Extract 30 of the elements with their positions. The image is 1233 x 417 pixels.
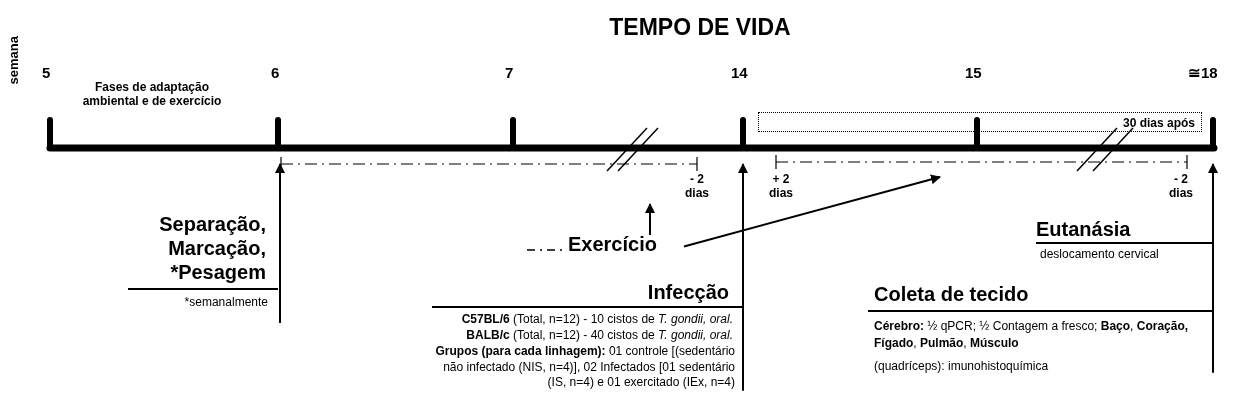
day-offset-label: - 2 dias bbox=[1168, 172, 1194, 201]
description-text: Cérebro: ½ qPCR; ½ Contagem a fresco; Baço, Coração, Fígado, Pulmão, Músculo bbox=[873, 318, 1190, 353]
axis-label: semana bbox=[6, 36, 22, 85]
diagram-title: TEMPO DE VIDA bbox=[608, 14, 792, 41]
step-heading: Eutanásia bbox=[1036, 216, 1213, 244]
phase-note: Fases de adaptação ambiental e de exercício bbox=[82, 80, 222, 109]
step-heading: Coleta de tecido bbox=[868, 283, 1213, 312]
arrow bbox=[683, 174, 941, 248]
week-number: 15 bbox=[965, 64, 983, 82]
description-text: Grupos (para cada linhagem): 01 controle [(sedentário não infectado (NIS, n=4)], 02 Infectados [01 sedentário (IS, n=4) e 01 exercitado (IEx, n=4) bbox=[434, 343, 736, 391]
description-text: deslocamento cervical bbox=[1039, 246, 1160, 261]
period-box: 30 dias após bbox=[758, 112, 1202, 132]
week-number: ≅18 bbox=[1188, 64, 1219, 82]
arrow bbox=[738, 163, 748, 392]
footnote-text: *semanalmente bbox=[183, 294, 269, 309]
step-heading: Infecção bbox=[432, 279, 743, 308]
week-number: 7 bbox=[505, 64, 515, 82]
description-text: (quadríceps): imunohistoquímica bbox=[873, 357, 1050, 373]
step-heading: Separação, Marcação, *Pesagem bbox=[128, 212, 278, 290]
arrow bbox=[1208, 163, 1218, 374]
step-heading: Exercício bbox=[568, 233, 683, 256]
day-offset-label: - 2 dias bbox=[684, 172, 710, 201]
week-number: 14 bbox=[731, 64, 749, 82]
week-number: 5 bbox=[42, 64, 52, 82]
week-number: 6 bbox=[271, 64, 281, 82]
arrow bbox=[275, 163, 285, 324]
description-text: C57BL/6 (Total, n=12) - 10 cistos de T. gondii, oral. bbox=[460, 311, 734, 326]
arrow bbox=[645, 203, 655, 236]
day-offset-label: + 2 dias bbox=[768, 172, 794, 201]
description-text: BALB/c (Total, n=12) - 40 cistos de T. gondii, oral. bbox=[465, 327, 734, 342]
